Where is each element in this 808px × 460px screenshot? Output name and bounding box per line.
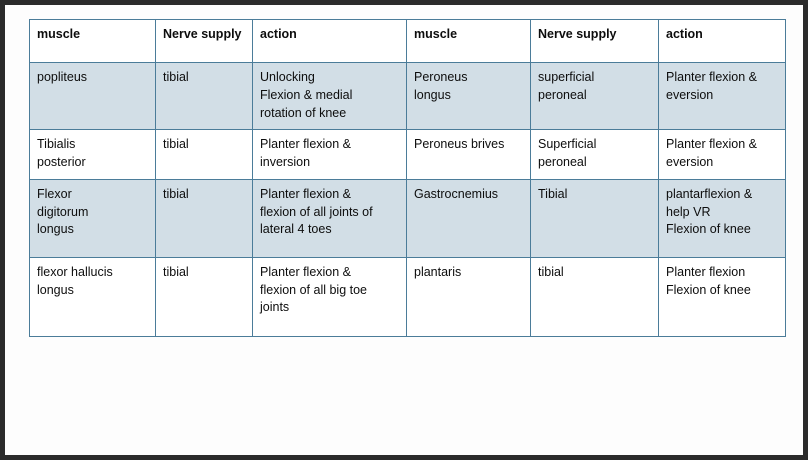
cell-text-line: Planter flexion &: [260, 137, 352, 152]
cell-text-line: longus: [37, 222, 74, 237]
cell-text-line: Tibialis: [37, 137, 76, 152]
cell-text-line: plantarflexion &: [666, 186, 753, 201]
cell-text-line: flexor hallucis: [37, 264, 113, 279]
cell-text-line: longus: [37, 282, 74, 297]
cell-muscle-right: Gastrocnemius: [406, 178, 531, 258]
cell-text-line: joints: [260, 300, 290, 315]
cell-text-line: Unlocking: [260, 70, 315, 84]
column-header-nerve-supply-left: Nerve supply: [155, 19, 253, 63]
cell-action-left: Planter flexion & flexion of all big toe j…: [252, 256, 407, 337]
column-header-nerve-supply-right: Nerve supply: [530, 19, 659, 63]
cell-text-line: Planter flexion &: [260, 186, 352, 201]
cell-nerve-right: Tibial: [530, 178, 659, 258]
cell-action-right: Planter flexion & eversion: [658, 129, 786, 180]
cell-muscle-left: Flexor digitorum longus: [29, 178, 156, 258]
cell-muscle-left: popliteus: [29, 61, 156, 131]
cell-text-line: rotation of knee: [260, 105, 347, 120]
document-canvas: muscle Nerve supply action muscle Nerve …: [5, 5, 803, 455]
table-header: muscle Nerve supply action muscle Nerve …: [29, 19, 786, 63]
cell-nerve-left: tibial: [155, 256, 253, 337]
cell-text-line: lateral 4 toes: [260, 222, 332, 237]
cell-nerve-right: Superficial peroneal: [530, 129, 659, 180]
cell-text-line: Peroneus brives: [414, 137, 505, 152]
cell-text-line: Tibial: [538, 186, 568, 201]
cell-muscle-left: flexor hallucis longus: [29, 256, 156, 337]
cell-text-line: Flexion of knee: [666, 222, 751, 237]
cell-text-line: flexion of all joints of: [260, 204, 373, 219]
cell-text-line: peroneal: [538, 87, 587, 102]
cell-nerve-left: tibial: [155, 61, 253, 131]
cell-text-line: tibial: [163, 264, 189, 279]
cell-text-line: digitorum: [37, 204, 89, 219]
table-row: Flexor digitorum longus tibial Planter flexi…: [29, 178, 786, 258]
cell-text-line: posterior: [37, 155, 86, 169]
cell-nerve-right: tibial: [530, 256, 659, 337]
cell-text-line: tibial: [163, 137, 189, 152]
table-row: flexor hallucis longus tibial Planter flexi…: [29, 256, 786, 337]
cell-muscle-left: Tibialis posterior: [29, 129, 156, 180]
cell-text-line: Superficial: [538, 137, 597, 152]
cell-text-line: Planter flexion &: [666, 137, 758, 152]
cell-text-line: Flexion & medial: [260, 87, 353, 102]
cell-text-line: popliteus: [37, 70, 88, 84]
column-header-muscle-left: muscle: [29, 19, 156, 63]
cell-action-right: Planter flexion & eversion: [658, 61, 786, 131]
cell-nerve-right: superficial peroneal: [530, 61, 659, 131]
cell-text-line: longus: [414, 87, 451, 102]
cell-text-line: Planter flexion &: [260, 264, 352, 279]
cell-text-line: help VR: [666, 204, 711, 219]
cell-muscle-right: plantaris: [406, 256, 531, 337]
cell-text-line: plantaris: [414, 264, 462, 279]
cell-text-line: inversion: [260, 155, 311, 169]
column-header-muscle-right: muscle: [406, 19, 531, 63]
cell-text-line: eversion: [666, 87, 714, 102]
column-header-action-left: action: [252, 19, 407, 63]
cell-nerve-left: tibial: [155, 129, 253, 180]
cell-action-left: Planter flexion & flexion of all joints o…: [252, 178, 407, 258]
cell-text-line: flexion of all big toe: [260, 282, 368, 297]
cell-text-line: tibial: [163, 70, 189, 84]
cell-text-line: eversion: [666, 155, 714, 169]
cell-text-line: Flexor: [37, 186, 72, 201]
cell-text-line: Flexion of knee: [666, 282, 751, 297]
cell-text-line: Planter flexion: [666, 264, 746, 279]
cell-text-line: Gastrocnemius: [414, 186, 499, 201]
muscle-nerve-action-table: muscle Nerve supply action muscle Nerve …: [29, 19, 786, 337]
cell-nerve-left: tibial: [155, 178, 253, 258]
cell-action-right: plantarflexion & help VR Flexion of knee: [658, 178, 786, 258]
cell-text-line: tibial: [538, 264, 564, 279]
cell-text-line: Peroneus: [414, 70, 468, 84]
cell-muscle-right: Peroneus longus: [406, 61, 531, 131]
cell-text-line: Planter flexion &: [666, 70, 758, 84]
table-row: Tibialis posterior tibial Planter flexion &…: [29, 129, 786, 180]
column-header-action-right: action: [658, 19, 786, 63]
cell-text-line: tibial: [163, 186, 189, 201]
cell-text-line: peroneal: [538, 155, 587, 169]
cell-text-line: superficial: [538, 70, 595, 84]
cell-action-left: Planter flexion & inversion: [252, 129, 407, 180]
table-header-row: muscle Nerve supply action muscle Nerve …: [29, 19, 786, 63]
cell-muscle-right: Peroneus brives: [406, 129, 531, 180]
